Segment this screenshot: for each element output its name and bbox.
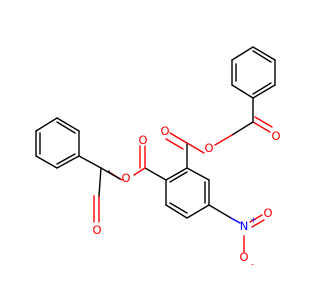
- atom-o-carbonyl-right: O: [160, 124, 169, 138]
- bond: [56, 155, 80, 169]
- bond: [35, 155, 58, 169]
- bond: [231, 84, 254, 99]
- atom-o-ketone-left: O: [92, 223, 101, 237]
- bond-nitro-o-top-double: [251, 219, 265, 228]
- bond: [35, 117, 58, 132]
- bond: [165, 167, 188, 181]
- bond-ester-left: [133, 167, 146, 176]
- atom-o-ketone-right: O: [271, 129, 280, 143]
- atom-o-carbonyl-left: O: [138, 133, 147, 147]
- atom-n-nitro: N: [240, 219, 249, 233]
- atom-o-ester-right: O: [204, 141, 213, 155]
- phenyl-ring-left: [35, 117, 80, 169]
- central-ring: [165, 167, 210, 219]
- bond: [208, 204, 232, 219]
- bond-ester-right: [214, 134, 233, 146]
- bond-nitro-o-top: [249, 214, 263, 223]
- bond: [186, 167, 210, 181]
- bond-ketone-right-double: [254, 116, 273, 128]
- atom-n-charge: +: [250, 216, 257, 225]
- bond: [78, 155, 102, 169]
- bond-inner: [56, 121, 76, 134]
- bond: [98, 167, 102, 197]
- bond-inner: [169, 171, 188, 183]
- bond-ketone-right: [252, 121, 271, 133]
- atom-o-charge: -: [251, 260, 254, 269]
- bond-nitro: [230, 217, 241, 224]
- bond: [252, 84, 276, 99]
- bond: [56, 117, 80, 132]
- bond: [165, 204, 188, 219]
- bond-carbonyl-right: [169, 132, 188, 144]
- bond: [100, 167, 121, 180]
- atom-o-nitro-top: O: [263, 206, 272, 220]
- bond-carbonyl-right-double: [165, 138, 184, 150]
- bond-inner: [252, 82, 272, 95]
- bond: [252, 46, 276, 61]
- bond-inner: [169, 202, 188, 214]
- atom-o-ester-left: O: [121, 171, 130, 185]
- bond: [231, 121, 254, 136]
- bond-ester-right-2: [186, 142, 205, 154]
- structure-diagram: O O O O O O N + O O -: [35, 46, 281, 269]
- phenyl-ring-top-right: [231, 46, 276, 99]
- bond: [144, 167, 167, 181]
- bond: [231, 46, 254, 61]
- bond-inner: [56, 153, 76, 165]
- atom-o-nitro-bottom: O: [239, 250, 248, 264]
- bond-inner: [252, 50, 272, 63]
- bond: [186, 204, 210, 219]
